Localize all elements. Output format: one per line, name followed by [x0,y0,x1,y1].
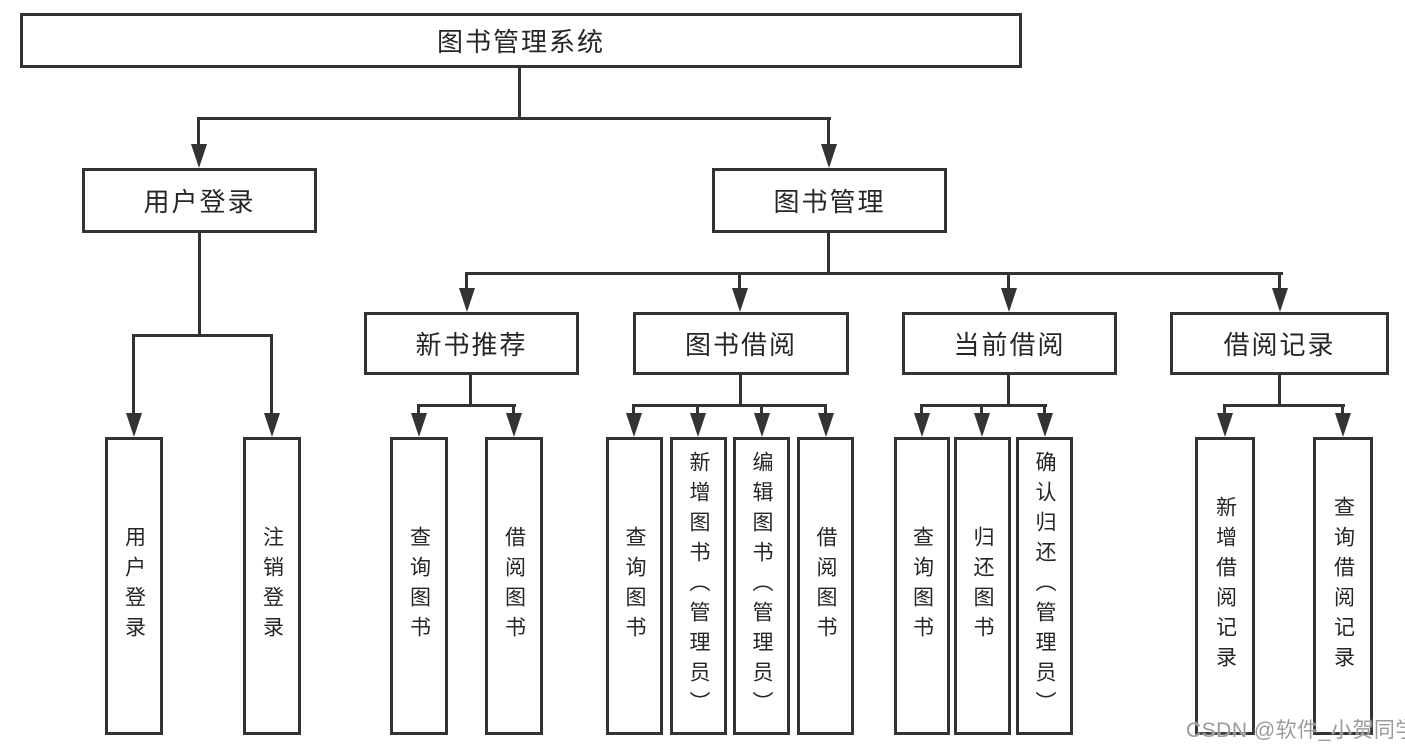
node-current-borrow-label: 当前借阅 [953,330,1066,360]
connector-leaf7-drop [824,404,827,415]
arrowhead-borrow-records [1272,288,1288,312]
node-borrow-records: 借阅记录 [1170,312,1389,375]
connector-level3-hline [466,272,1283,275]
connector-book-borrow-split [632,404,827,407]
arrowhead-leaf-return-book [974,413,990,437]
leaf-add-book-admin: 新增图书（管理员） [670,437,727,735]
connector-user-login-split [132,334,273,337]
leaf-add-book-admin-label: 新增图书（管理员） [687,451,710,721]
arrowhead-book-borrow [732,288,748,312]
connector-leaf4-drop [632,404,635,415]
leaf-confirm-return-admin: 确认归还（管理员） [1016,437,1073,735]
leaf-edit-book-admin-label: 编辑图书（管理员） [750,451,773,721]
connector-user-login-stem [198,233,201,336]
arrowhead-leaf-edit-book [754,413,770,437]
leaf-borrow-book-2-label: 借阅图书 [814,526,837,646]
arrowhead-leaf-query-book-1 [411,413,427,437]
leaf-query-borrow-record: 查询借阅记录 [1313,437,1373,735]
connector-leaf0-drop [132,334,135,415]
connector-leaf5-drop [696,404,699,415]
arrowhead-leaf-query-book-3 [914,413,930,437]
leaf-add-borrow-record: 新增借阅记录 [1195,437,1255,735]
leaf-user-login-label: 用户登录 [122,526,146,646]
arrowhead-leaf-user-login [126,413,142,437]
connector-new-book-stem [469,375,472,406]
leaf-logout: 注销登录 [243,437,301,735]
arrowhead-leaf-add-borrow-record [1217,413,1233,437]
leaf-query-book-1: 查询图书 [390,437,448,735]
leaf-user-login: 用户登录 [105,437,163,735]
node-user-login: 用户登录 [82,168,317,233]
node-new-book-recommend-label: 新书推荐 [415,330,528,360]
node-book-borrow: 图书借阅 [633,312,849,375]
node-user-login-label: 用户登录 [143,187,256,217]
arrowhead-current-borrow [1001,288,1017,312]
connector-book-borrow-stem [739,375,742,406]
leaf-query-borrow-record-label: 查询借阅记录 [1331,496,1355,676]
connector-book-management-stem [827,233,830,275]
leaf-query-book-1-label: 查询图书 [407,526,431,646]
connector-current-borrow-drop [1007,272,1010,290]
node-book-management-label: 图书管理 [773,187,886,217]
connector-root-stem [518,68,521,120]
leaf-borrow-book-1-label: 借阅图书 [502,526,526,646]
connector-leaf1-drop [270,334,273,415]
arrowhead-user-login [191,144,207,168]
node-root: 图书管理系统 [20,13,1022,68]
connector-new-book-drop [465,272,468,290]
connector-new-book-split [417,404,516,407]
node-book-management: 图书管理 [712,168,947,233]
leaf-return-book: 归还图书 [954,437,1011,735]
leaf-query-book-3-label: 查询图书 [910,526,934,646]
arrowhead-leaf-query-borrow-record [1335,413,1351,437]
arrowhead-book-management [821,144,837,168]
leaf-edit-book-admin: 编辑图书（管理员） [733,437,790,735]
arrowhead-leaf-confirm-return [1037,413,1053,437]
connector-leaf2-drop [417,404,420,415]
connector-leaf8-drop [920,404,923,415]
arrowhead-leaf-logout [264,413,280,437]
node-borrow-records-label: 借阅记录 [1223,330,1336,360]
connector-current-borrow-stem [1007,375,1010,406]
connector-borrow-records-stem [1278,375,1281,406]
node-new-book-recommend: 新书推荐 [364,312,579,375]
connector-book-management-drop [827,117,830,147]
connector-book-borrow-drop [738,272,741,290]
arrowhead-leaf-borrow-book-2 [818,413,834,437]
leaf-query-book-2-label: 查询图书 [623,526,646,646]
connector-leaf11-drop [1223,404,1226,415]
connector-leaf12-drop [1341,404,1344,415]
connector-current-borrow-split [920,404,1047,407]
leaf-confirm-return-admin-label: 确认归还（管理员） [1033,451,1056,721]
csdn-watermark: CSDN @软件_小贺同学 [1186,719,1405,742]
leaf-logout-label: 注销登录 [260,526,284,646]
connector-borrow-records-drop [1278,272,1281,290]
leaf-add-borrow-record-label: 新增借阅记录 [1213,496,1237,676]
connector-leaf9-drop [980,404,983,415]
arrowhead-new-book-recommend [459,288,475,312]
node-root-label: 图书管理系统 [436,27,605,57]
arrowhead-leaf-add-book [690,413,706,437]
arrowhead-leaf-query-book-2 [626,413,642,437]
leaf-query-book-3: 查询图书 [894,437,950,735]
leaf-return-book-label: 归还图书 [971,526,994,646]
connector-leaf6-drop [760,404,763,415]
connector-borrow-records-split [1223,404,1345,407]
node-current-borrow: 当前借阅 [902,312,1117,375]
connector-leaf10-drop [1043,404,1046,415]
arrowhead-leaf-borrow-book-1 [506,413,522,437]
node-book-borrow-label: 图书借阅 [684,330,797,360]
leaf-borrow-book-2: 借阅图书 [797,437,854,735]
leaf-borrow-book-1: 借阅图书 [485,437,543,735]
connector-user-login-drop [197,117,200,147]
leaf-query-book-2: 查询图书 [606,437,663,735]
connector-root-hline [198,117,831,120]
connector-leaf3-drop [512,404,515,415]
